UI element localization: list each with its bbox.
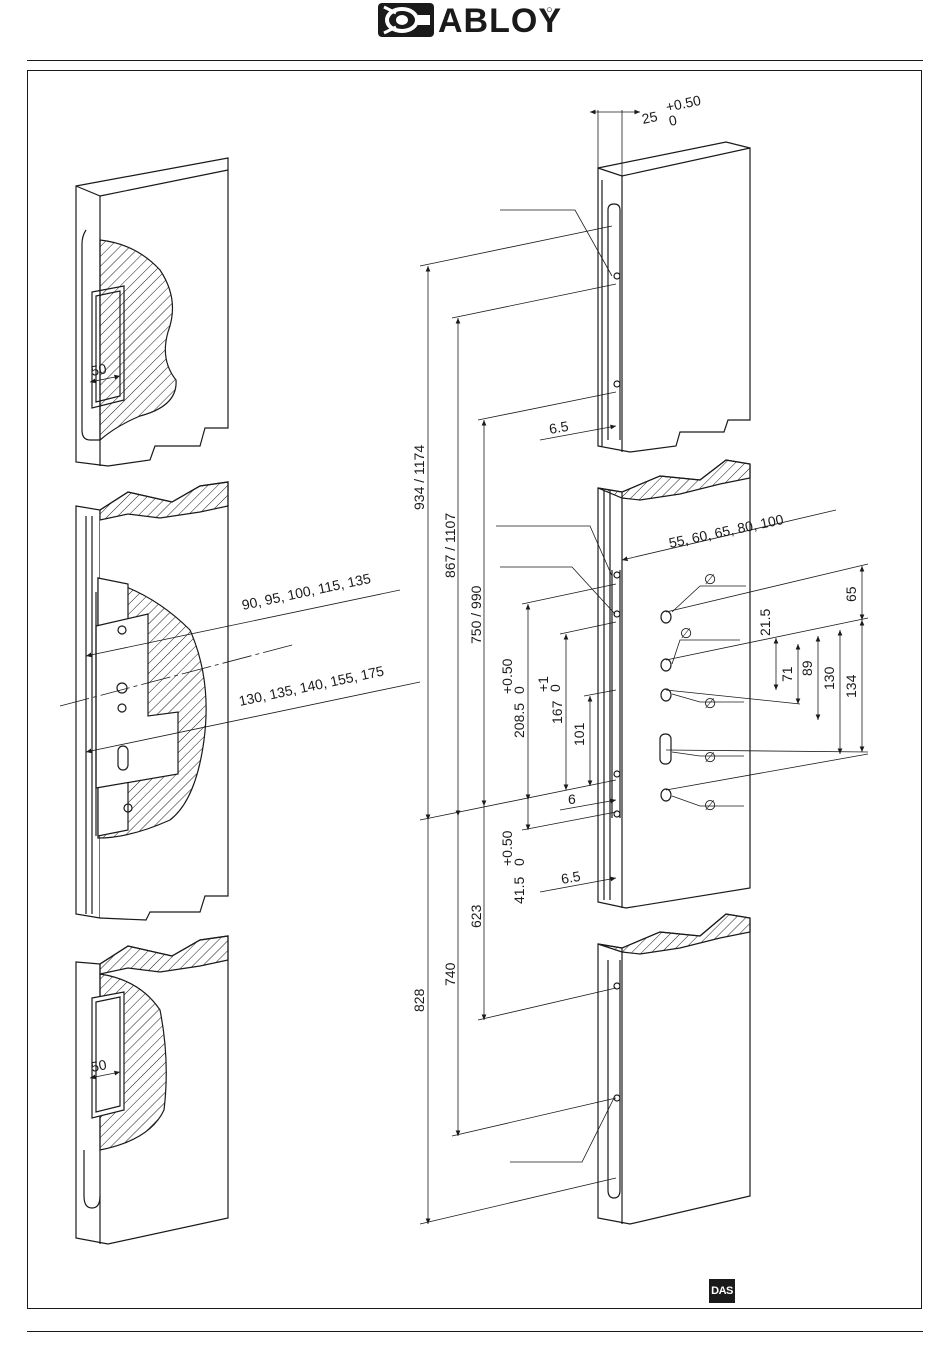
dim-backset-a: 90, 95, 100, 115, 135 — [240, 570, 372, 613]
left-bottom-door — [76, 936, 228, 1244]
dim-167-tol-zero: 0 — [547, 684, 563, 692]
dim-934: 934 / 1174 — [411, 445, 427, 510]
dim-89: 89 — [799, 660, 815, 676]
dim-backset-b: 130, 135, 140, 155, 175 — [237, 662, 385, 708]
dim-167: 167 — [549, 700, 565, 724]
dim-41-5: 41.5 — [511, 877, 527, 904]
diameter-symbol-4: ∅ — [704, 749, 716, 765]
dim-41-5-tol-zero: 0 — [511, 858, 527, 866]
dim-6: 6 — [568, 791, 576, 807]
dim-6-5-top: 6.5 — [548, 418, 570, 437]
dim-6-5-mid: 6.5 — [560, 868, 582, 887]
diameter-symbol-1: ∅ — [704, 571, 716, 587]
dim-130: 130 — [821, 666, 837, 690]
dim-740: 740 — [442, 962, 458, 986]
dim-208: 208.5 — [511, 703, 527, 738]
dim-25-tol-zero: 0 — [667, 112, 678, 129]
diameter-symbol-5: ∅ — [704, 797, 716, 813]
diameter-symbol-2: ∅ — [680, 625, 692, 641]
dim-623: 623 — [468, 904, 484, 928]
dim-25-tol-plus: +0.50 — [664, 92, 702, 115]
dim-50-top: 50 — [90, 360, 109, 379]
dim-208-tol-zero: 0 — [511, 686, 527, 694]
dim-750: 750 / 990 — [468, 585, 484, 644]
dim-50-bottom: 50 — [90, 1056, 109, 1075]
left-middle-door — [76, 482, 228, 920]
dim-25: 25 — [640, 108, 659, 127]
dim-21-5: 21.5 — [757, 609, 773, 636]
right-bottom-door — [598, 914, 750, 1224]
dim-71: 71 — [779, 666, 795, 682]
dim-101: 101 — [571, 722, 587, 746]
dim-828: 828 — [411, 988, 427, 1012]
left-top-door — [76, 158, 228, 466]
das-badge: DAS — [709, 1279, 735, 1303]
dim-65: 65 — [843, 586, 859, 602]
dim-867: 867 / 1107 — [442, 513, 458, 578]
dim-134: 134 — [843, 674, 859, 698]
right-top-door — [598, 142, 750, 452]
diameter-symbol-3: ∅ — [704, 695, 716, 711]
